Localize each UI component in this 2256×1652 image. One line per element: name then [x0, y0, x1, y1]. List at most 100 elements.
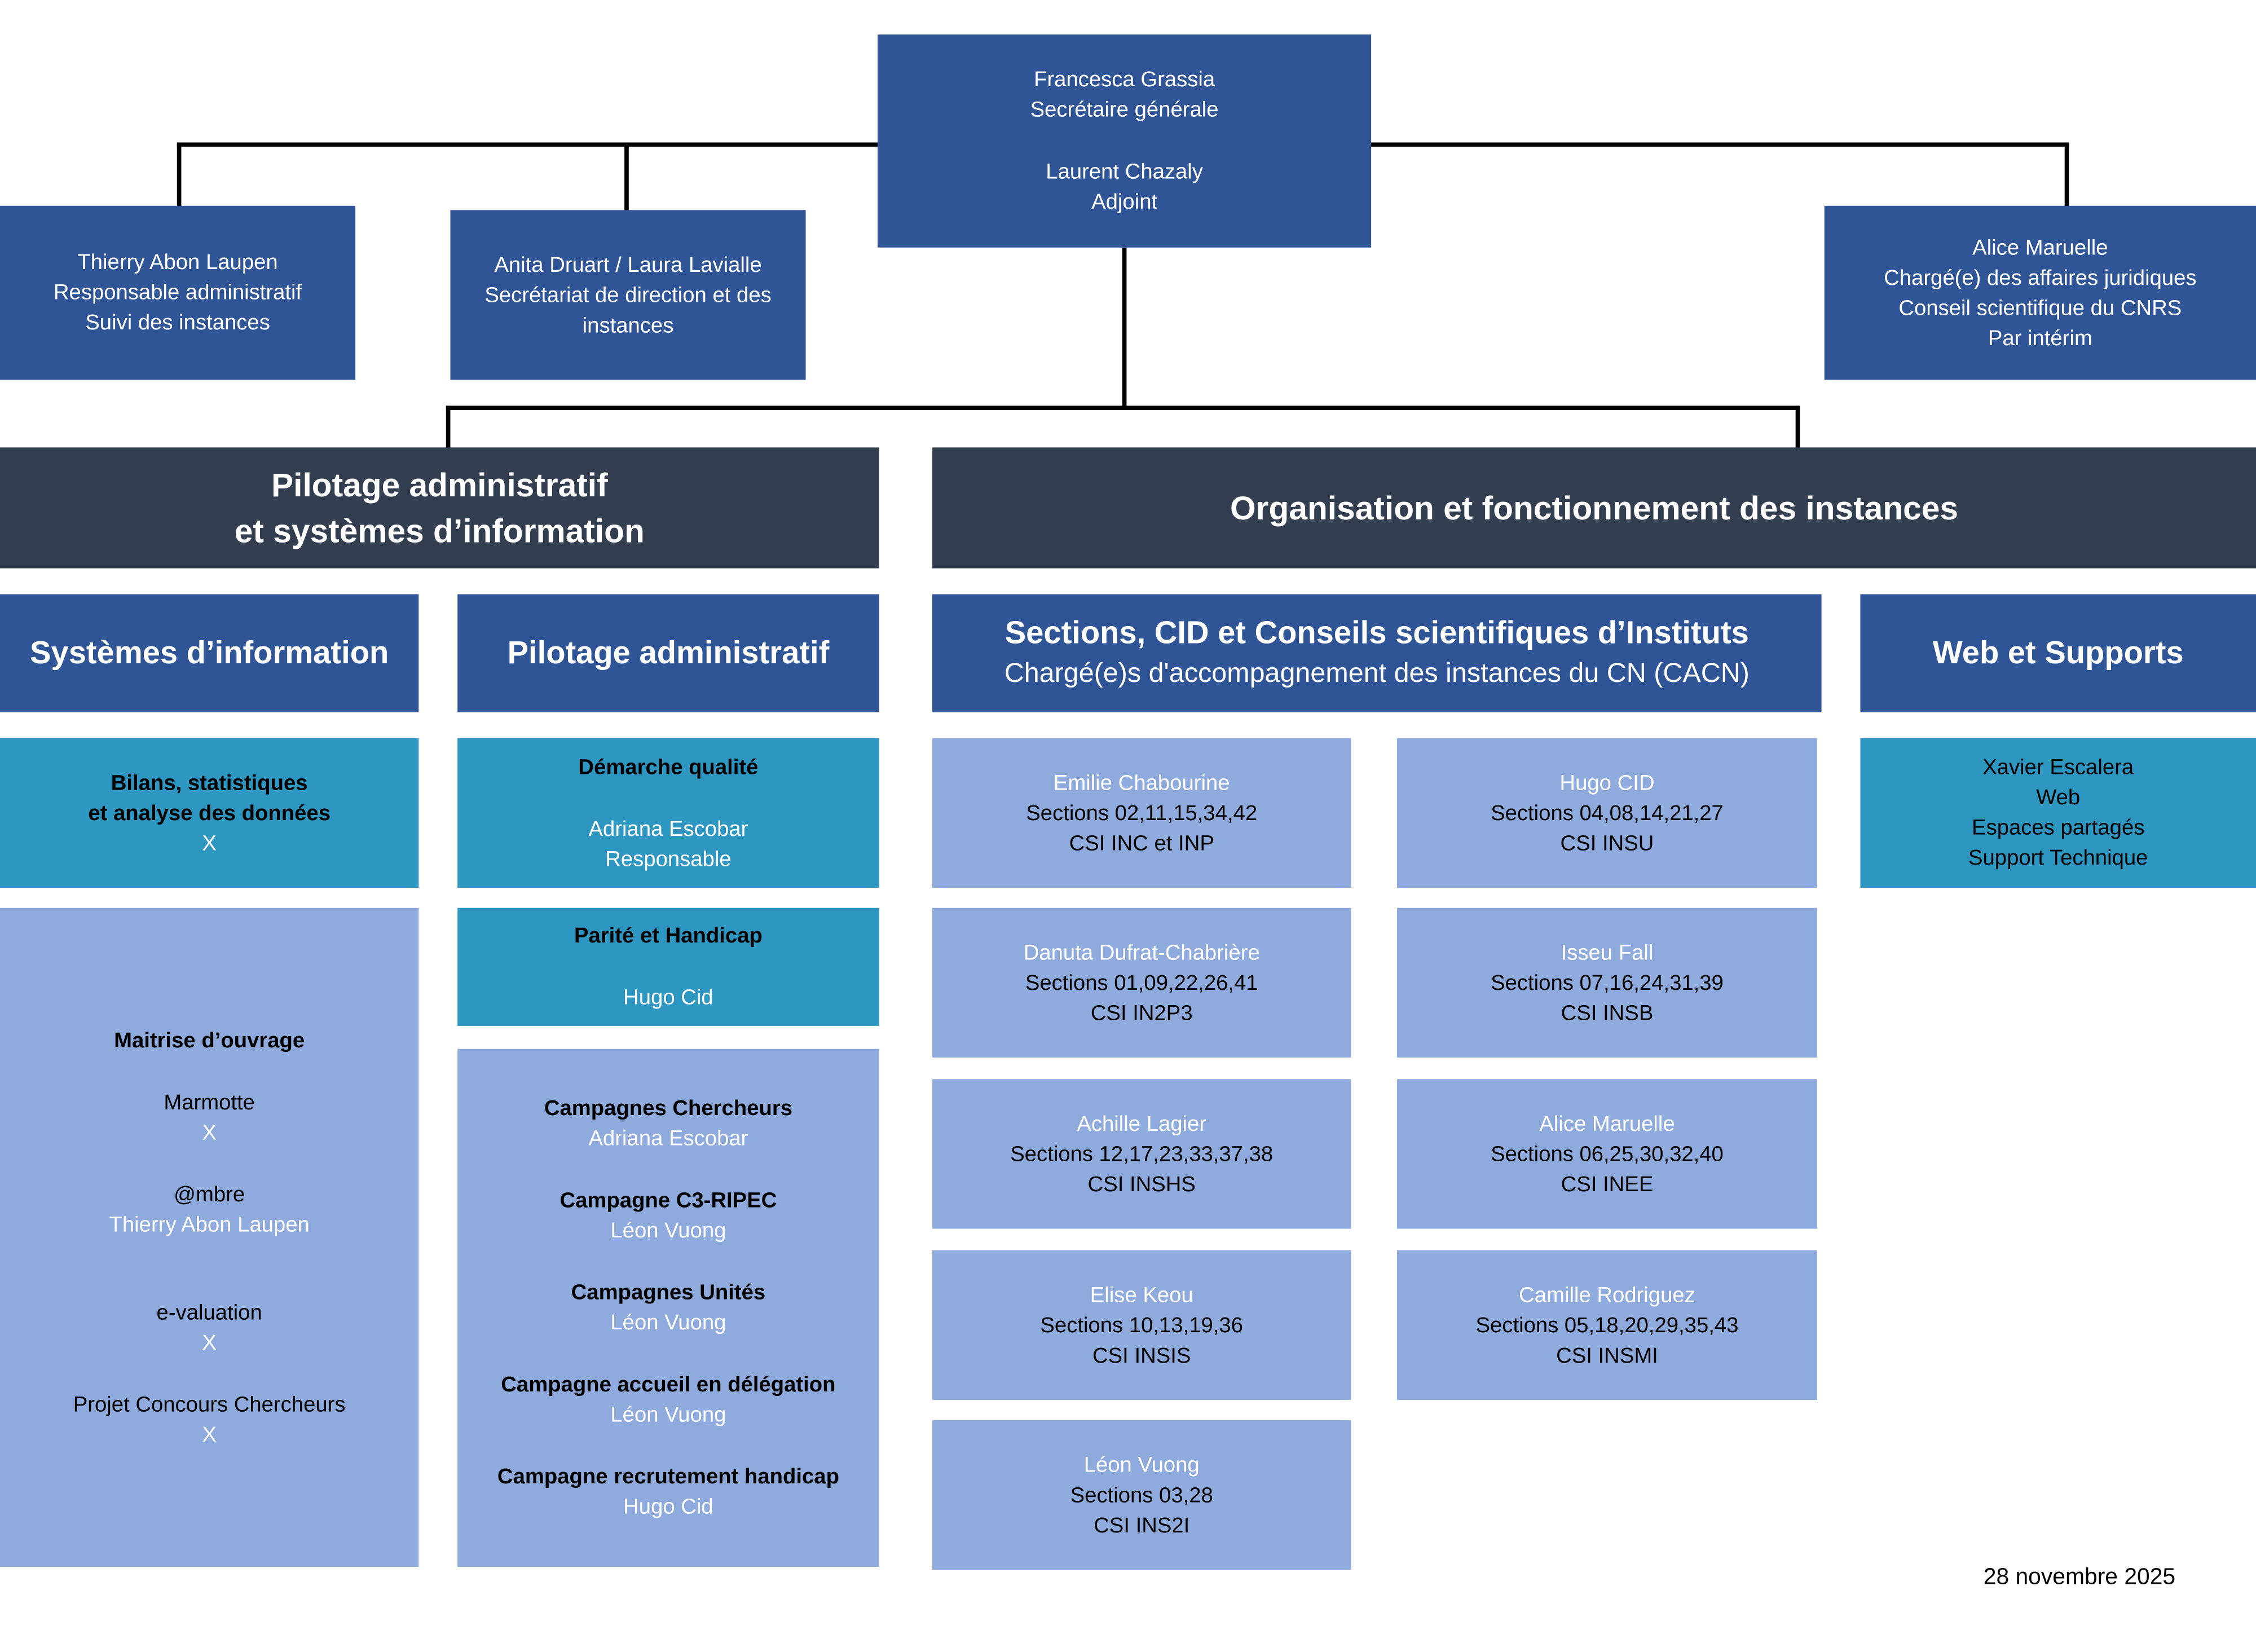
- person-name: Elise Keou: [1090, 1283, 1193, 1307]
- pilotage-header: Pilotage administratif: [457, 594, 879, 712]
- moa-item-name: e-valuation: [156, 1299, 262, 1325]
- qualite-title: Démarche qualité: [578, 755, 759, 779]
- branch-organisation-header: Organisation et fonctionnement des insta…: [932, 447, 2256, 569]
- person-name: Danuta Dufrat-Chabrière: [1023, 940, 1260, 965]
- parite-name: Hugo Cid: [623, 985, 713, 1010]
- person-name: Emilie Chabourine: [1053, 770, 1230, 795]
- person-name: Alice Maruelle: [1539, 1111, 1675, 1136]
- direction-role-1: Secrétaire générale: [1030, 98, 1219, 122]
- moa-item: Marmotte X: [164, 1087, 255, 1147]
- parite-handicap-box: Parité et Handicap Hugo Cid: [457, 908, 879, 1026]
- parite-title: Parité et Handicap: [574, 923, 763, 949]
- csi-label: CSI INS2I: [1094, 1513, 1190, 1538]
- connector-drop-organisation: [1795, 406, 1800, 451]
- csi-label: CSI INSU: [1560, 831, 1654, 856]
- juridique-role-2: Conseil scientifique du CNRS: [1898, 296, 2182, 320]
- csi-label: CSI IN2P3: [1090, 1001, 1193, 1025]
- moa-item-assignee: X: [202, 1422, 217, 1447]
- juridique-role-3: Par intérim: [1988, 325, 2092, 351]
- direction-name-2: Laurent Chazaly: [1046, 160, 1203, 184]
- web-line4: Support Technique: [1968, 845, 2148, 871]
- connector-drop-secretariat: [624, 142, 629, 213]
- person-name: Achille Lagier: [1077, 1111, 1207, 1136]
- csi-label: CSI INSIS: [1092, 1343, 1191, 1368]
- csi-label: CSI INEE: [1561, 1171, 1654, 1197]
- cacn-header-line1: Sections, CID et Conseils scientifiques …: [1004, 615, 1749, 651]
- csi-label: CSI INC et INP: [1069, 831, 1214, 856]
- web-header-title: Web et Supports: [1932, 633, 2184, 670]
- web-line3: Espaces partagés: [1972, 816, 2145, 840]
- moa-item-assignee: X: [202, 1120, 217, 1145]
- sections-list: Sections 10,13,19,36: [1040, 1312, 1244, 1338]
- campagne-lead: Hugo Cid: [623, 1495, 713, 1519]
- moa-item: e-valuation X: [157, 1297, 262, 1358]
- sections-list: Sections 01,09,22,26,41: [1025, 970, 1258, 995]
- bilans-box: Bilans, statistiques et analyse des donn…: [0, 738, 419, 888]
- campagne-lead: Léon Vuong: [610, 1403, 726, 1428]
- campagne-item: Campagnes Chercheurs Adriana Escobar: [544, 1094, 792, 1154]
- moa-item-assignee: Thierry Abon Laupen: [109, 1212, 310, 1237]
- sections-list: Sections 06,25,30,32,40: [1491, 1142, 1724, 1166]
- connector-branch-horizontal: [446, 406, 1800, 411]
- secretariat-names: Anita Druart / Laura Lavialle: [494, 252, 762, 277]
- sections-list: Sections 03,28: [1070, 1482, 1213, 1508]
- connector-direction-down: [1122, 247, 1127, 409]
- branch-organisation-title: Organisation et fonctionnement des insta…: [1230, 489, 1959, 527]
- cacn-box: Emilie Chabourine Sections 02,11,15,34,4…: [932, 738, 1351, 888]
- juridique-box: Alice Maruelle Chargé(e) des affaires ju…: [1824, 205, 2256, 380]
- bilans-title-line2: et analyse des données: [88, 800, 331, 826]
- connector-drop-admin: [177, 142, 182, 209]
- direction-name-1: Francesca Grassia: [1034, 67, 1215, 92]
- qualite-role: Responsable: [605, 847, 732, 871]
- person-name: Camille Rodriguez: [1519, 1283, 1695, 1307]
- bilans-title-line1: Bilans, statistiques: [111, 770, 308, 795]
- moa-item-name: Marmotte: [164, 1090, 255, 1114]
- web-supports-box: Xavier Escalera Web Espaces partagés Sup…: [1860, 738, 2256, 888]
- campagnes-box: Campagnes Chercheurs Adriana Escobar Cam…: [457, 1049, 879, 1567]
- footer-date: 28 novembre 2025: [1983, 1565, 2176, 1590]
- cacn-box: Isseu Fall Sections 07,16,24,31,39 CSI I…: [1397, 908, 1817, 1058]
- campagne-item: Campagne recrutement handicap Hugo Cid: [497, 1462, 839, 1522]
- admin-box: Thierry Abon Laupen Responsable administ…: [0, 205, 356, 380]
- person-name: Léon Vuong: [1083, 1452, 1200, 1477]
- moa-item-assignee: X: [202, 1330, 217, 1355]
- sections-list: Sections 04,08,14,21,27: [1491, 800, 1724, 826]
- campagne-lead: Adriana Escobar: [588, 1126, 748, 1151]
- csi-label: CSI INSB: [1561, 1001, 1654, 1025]
- person-name: Hugo CID: [1559, 770, 1655, 795]
- csi-label: CSI INSHS: [1087, 1171, 1196, 1197]
- secretariat-box: Anita Druart / Laura Lavialle Secrétaria…: [450, 210, 806, 380]
- moa-item-name: Projet Concours Chercheurs: [73, 1392, 346, 1417]
- cacn-box: Léon Vuong Sections 03,28 CSI INS2I: [932, 1420, 1351, 1570]
- cacn-box: Alice Maruelle Sections 06,25,30,32,40 C…: [1397, 1079, 1817, 1229]
- juridique-role-1: Chargé(e) des affaires juridiques: [1884, 265, 2197, 290]
- branch-pilotage-si-line1: Pilotage administratif: [271, 466, 608, 504]
- pilotage-header-title: Pilotage administratif: [507, 633, 830, 670]
- cacn-box: Danuta Dufrat-Chabrière Sections 01,09,2…: [932, 908, 1351, 1058]
- csi-label: CSI INSMI: [1556, 1343, 1658, 1368]
- campagne-title: Campagne C3-RIPEC: [559, 1188, 777, 1213]
- admin-role-2: Suivi des instances: [85, 311, 270, 336]
- campagne-title: Campagne accueil en délégation: [501, 1372, 836, 1398]
- secretariat-role: Secrétariat de direction et des instance…: [484, 283, 772, 338]
- maitrise-ouvrage-box: Maitrise d’ouvrage Marmotte X @mbre Thie…: [0, 908, 419, 1567]
- sections-list: Sections 05,18,20,29,35,43: [1475, 1312, 1739, 1338]
- admin-name: Thierry Abon Laupen: [77, 250, 278, 275]
- sections-list: Sections 12,17,23,33,37,38: [1010, 1142, 1274, 1166]
- systemes-header: Systèmes d’information: [0, 594, 419, 712]
- demarche-qualite-box: Démarche qualité Adriana Escobar Respons…: [457, 738, 879, 888]
- campagne-title: Campagne recrutement handicap: [497, 1464, 839, 1490]
- direction-box: Francesca Grassia Secrétaire générale La…: [878, 34, 1372, 248]
- campagne-item: Campagne accueil en délégation Léon Vuon…: [501, 1370, 835, 1430]
- cacn-box: Elise Keou Sections 10,13,19,36 CSI INSI…: [932, 1250, 1351, 1400]
- qualite-name: Adriana Escobar: [588, 816, 748, 842]
- campagne-item: Campagnes Unités Léon Vuong: [571, 1277, 766, 1338]
- systemes-header-title: Systèmes d’information: [30, 633, 389, 670]
- cacn-header-line2: Chargé(e)s d'accompagnement des instance…: [1004, 659, 1750, 690]
- direction-role-2: Adjoint: [1091, 190, 1158, 215]
- branch-pilotage-si-line2: et systèmes d’information: [234, 512, 645, 550]
- moa-title: Maitrise d’ouvrage: [114, 1028, 305, 1053]
- web-header: Web et Supports: [1860, 594, 2256, 712]
- connector-drop-pilotage: [446, 406, 451, 451]
